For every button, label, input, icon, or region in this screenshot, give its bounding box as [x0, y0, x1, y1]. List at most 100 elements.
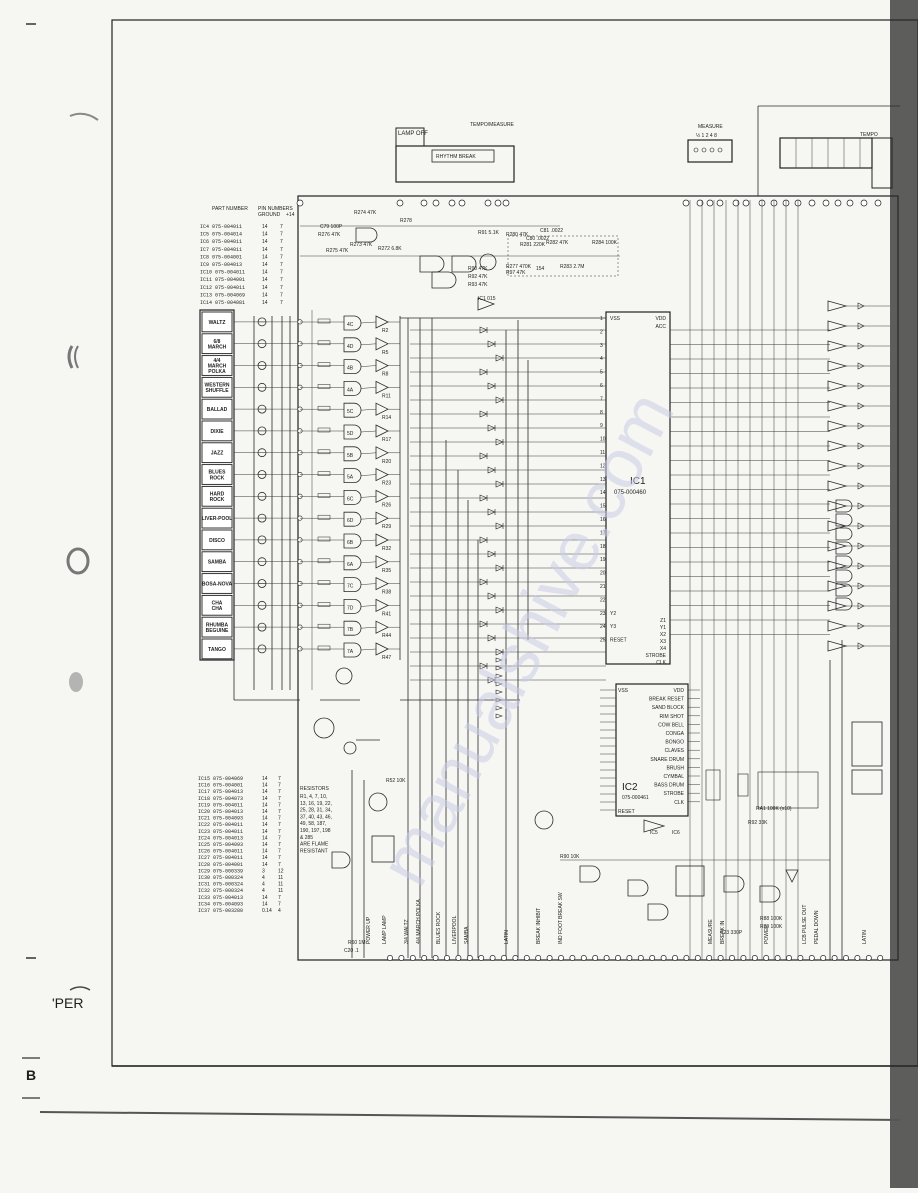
bottom-signal-label: POWER: [764, 925, 770, 944]
series-resistor: [317, 623, 331, 629]
part-row-plus: 11: [278, 875, 283, 881]
series-resistor: [317, 362, 331, 367]
buffer: [375, 337, 389, 351]
connector-pin: [432, 955, 439, 961]
ic1-pin-number: 16: [600, 517, 606, 523]
rhythm-button[interactable]: [201, 529, 233, 551]
part-row-name: IC32 075-000324: [198, 888, 243, 894]
gate-label: 5C: [347, 409, 354, 415]
part-row-name: IC21 075-004093: [198, 816, 243, 822]
connector-pin: [696, 199, 704, 207]
rhythm-button[interactable]: [201, 638, 233, 660]
rhythm-button[interactable]: [201, 616, 233, 638]
part-row-name: IC6 075-004011: [200, 239, 242, 245]
connector-pin: [580, 955, 587, 961]
connector-pin: [484, 199, 492, 207]
connector-pin: [694, 955, 701, 961]
part-row-ground: 14: [262, 270, 268, 276]
buffer: [375, 402, 389, 416]
connector-pin: [420, 199, 428, 207]
rhythm-button[interactable]: [201, 333, 233, 355]
bottom-signal-label: MEASURE: [708, 919, 714, 944]
ic1-pin-number: 24: [600, 624, 606, 630]
rhythm-button[interactable]: [201, 376, 233, 398]
part-row-plus: 4: [278, 908, 281, 914]
part-row-plus: 7: [280, 285, 283, 291]
nand-gate: [343, 446, 362, 462]
gate-label: 6C: [347, 496, 354, 502]
resistor-label: R32: [382, 546, 391, 552]
ic2-pin-name: VDD: [673, 688, 684, 694]
series-resistor: [317, 427, 331, 433]
part-row-plus: 7: [278, 842, 281, 848]
op-amp: [827, 400, 848, 412]
measure-label: MEASURE: [698, 124, 723, 130]
rhythm-button[interactable]: [201, 507, 233, 529]
rhythm-button[interactable]: [201, 464, 233, 485]
nand-gate: [343, 555, 362, 571]
part-row-ground: 4: [262, 875, 265, 881]
part-row-name: IC26 075-004011: [198, 849, 243, 855]
resistor-label: R44: [382, 633, 391, 639]
ic1-pin-name: CLK: [656, 660, 666, 666]
ic2-pin-name: COW BELL: [658, 722, 684, 728]
series-resistor: [317, 514, 331, 520]
transistor-area: RESISTORS R1, 4, 7, 10,13, 16, 19, 22,25…: [300, 667, 395, 958]
rhythm-button[interactable]: [201, 485, 233, 507]
resistor-label: R2: [382, 328, 389, 334]
rhythm-button-label: TANGO: [208, 647, 226, 653]
rhythm-button[interactable]: [201, 355, 233, 376]
ic1-pin-number: 22: [600, 597, 606, 603]
op-amp: [827, 380, 848, 392]
rhythm-button[interactable]: [201, 311, 233, 333]
connector-pin: [444, 955, 450, 961]
part-row-ground: 14: [262, 247, 268, 253]
resistor-note-line: ARE FLAME: [300, 842, 329, 848]
part-row-ground: 14: [262, 849, 268, 855]
ic1-pin-number: 5: [600, 370, 603, 376]
resistor-label: R17: [382, 437, 391, 443]
gate-label: 4C: [347, 322, 354, 328]
resistor-label: R23: [382, 481, 391, 487]
rhythm-button[interactable]: [201, 573, 233, 594]
part-row-name: IC25 075-004093: [198, 842, 243, 848]
ic1-pin-name: Y2: [610, 611, 616, 617]
part-row-name: IC37 075-003280: [198, 908, 243, 914]
rhythm-button[interactable]: [201, 551, 233, 573]
nand-gate: [343, 533, 362, 549]
rhythm-button[interactable]: [201, 398, 233, 420]
margin-sticker-text: 'PER: [52, 995, 83, 1011]
part-row-ground: 14: [262, 901, 268, 907]
rhythm-button[interactable]: [201, 442, 233, 464]
resistor-label: R20: [382, 459, 391, 465]
rhythm-button[interactable]: [201, 420, 233, 442]
part-row-ground: 14: [262, 842, 268, 848]
connector-pin: [672, 955, 678, 961]
resistor-label: R8: [382, 372, 389, 378]
component-label: R280 47K: [506, 232, 529, 238]
ic1-pin-name: ACC: [655, 324, 666, 330]
rhythm-button-label: BOSA-NOVA: [202, 582, 233, 588]
part-row-ground: 14: [262, 809, 268, 815]
part-row-ground: 14: [262, 789, 268, 795]
part-row-name: IC24 075-004013: [198, 835, 243, 841]
component-label: R282 47K: [546, 240, 569, 246]
resistor-label: R38: [382, 590, 391, 596]
rhythm-button[interactable]: [201, 594, 233, 616]
bottom-signal-label: LATIN: [504, 930, 510, 944]
tempo-switch-bank: TEMPO: [757, 105, 900, 196]
part-row-name: IC33 075-004013: [198, 895, 243, 901]
nand-gate: [343, 381, 362, 396]
op-amp: [827, 320, 848, 332]
buffer: [375, 380, 389, 395]
component-label: R278: [400, 218, 412, 224]
resistor-label: R14: [382, 415, 391, 421]
ic2-pin-name: SNARE DRUM: [650, 757, 684, 763]
ic1-pin-number: 4: [600, 356, 603, 362]
misc-label: R60 1M: [348, 940, 366, 946]
gate-label: 5D: [347, 431, 354, 437]
component-label: R91 5.1K: [478, 230, 500, 236]
part-row-plus: 7: [278, 809, 281, 815]
